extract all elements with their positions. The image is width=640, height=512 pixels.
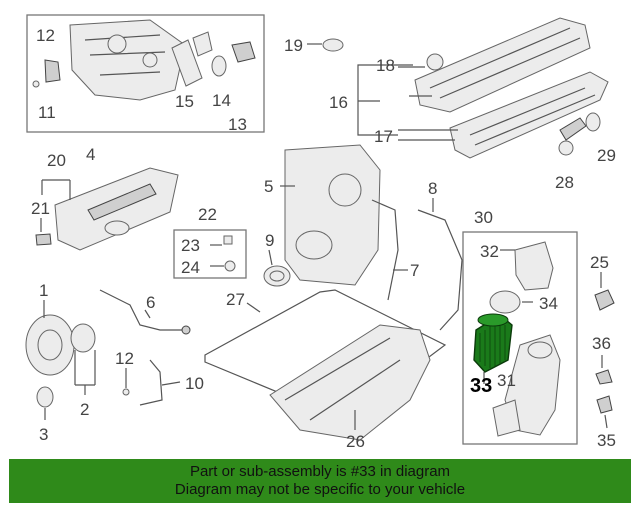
- callout-29: 29: [597, 146, 616, 165]
- sensor-wire-part-6: [99, 289, 185, 331]
- fitment-notice-banner: Part or sub-assembly is #33 in diagram D…: [9, 459, 631, 503]
- callout-23: 23: [181, 236, 200, 255]
- clip-part-21: [35, 233, 52, 246]
- callout-34: 34: [539, 294, 558, 313]
- oil-pan-gasket-part-27: [204, 289, 447, 421]
- banner-line-disclaimer: Diagram may not be specific to your vehi…: [174, 481, 466, 498]
- callout-8: 8: [428, 179, 437, 198]
- callout-32: 32: [480, 242, 499, 261]
- callout-28: 28: [555, 173, 574, 192]
- group-box-22: [173, 229, 247, 279]
- sensor-part: [44, 59, 61, 83]
- callout-36: 36: [592, 334, 611, 353]
- callout-31: 31: [497, 371, 516, 390]
- gasket-part-8: [417, 209, 463, 331]
- banner-line-part-number: Part or sub-assembly is #33 in diagram: [189, 463, 451, 480]
- callout-17: 17: [374, 127, 393, 146]
- callout-33-highlighted: 33: [470, 375, 492, 397]
- callout-27: 27: [226, 290, 245, 309]
- callout-11: 11: [38, 103, 56, 122]
- callout-25: 25: [590, 253, 609, 272]
- group-box-4: [26, 14, 265, 133]
- callout-18: 18: [376, 56, 395, 75]
- sensor-part-25: [594, 289, 615, 311]
- callout-21: 21: [31, 199, 50, 218]
- valve-cover-part: [414, 17, 591, 113]
- callout-9: 9: [265, 231, 274, 250]
- callout-10: 10: [185, 374, 204, 393]
- callout-5: 5: [264, 177, 273, 196]
- sensor-wire-part-10: [139, 359, 181, 406]
- parts-diagram: 12 11 15 14 13 4 19 18 16 17 29 28 20 21…: [25, 14, 616, 451]
- sensor-part-36: [595, 369, 613, 385]
- callout-35: 35: [597, 431, 616, 450]
- filter-cap-part-32: [514, 241, 554, 291]
- callout-26: 26: [346, 432, 365, 451]
- oil-filter-element-part-33[interactable]: [473, 313, 513, 373]
- callout-19: 19: [284, 36, 303, 55]
- group-box-30: [462, 231, 578, 445]
- callout-14: 14: [212, 91, 231, 110]
- callout-16: 16: [329, 93, 348, 112]
- gasket-part-7: [371, 199, 399, 301]
- callout-12-bottom: 12: [115, 349, 134, 368]
- oil-pan-part-26: [269, 324, 431, 441]
- seal-part: [171, 39, 203, 87]
- callout-7: 7: [410, 261, 419, 280]
- callout-13: 13: [228, 115, 247, 134]
- callout-3: 3: [39, 425, 48, 444]
- callout-12-top: 12: [36, 26, 55, 45]
- oring-part-34: [489, 290, 521, 314]
- sensor-part-35: [596, 395, 613, 414]
- front-cover-part-5: [284, 144, 381, 286]
- callout-22: 22: [198, 205, 217, 224]
- callout-15: 15: [175, 92, 194, 111]
- callout-1: 1: [39, 281, 48, 300]
- callout-6: 6: [146, 293, 155, 312]
- callout-24: 24: [181, 258, 200, 277]
- vanos-solenoid-part: [231, 41, 256, 63]
- oring-part-19: [322, 38, 344, 52]
- upper-timing-cover-part: [69, 19, 186, 101]
- callout-30: 30: [474, 208, 493, 227]
- callout-20: 20: [47, 151, 66, 170]
- valve-cover-gasket-part: [449, 71, 609, 159]
- callout-4: 4: [86, 145, 95, 164]
- callout-2: 2: [80, 400, 89, 419]
